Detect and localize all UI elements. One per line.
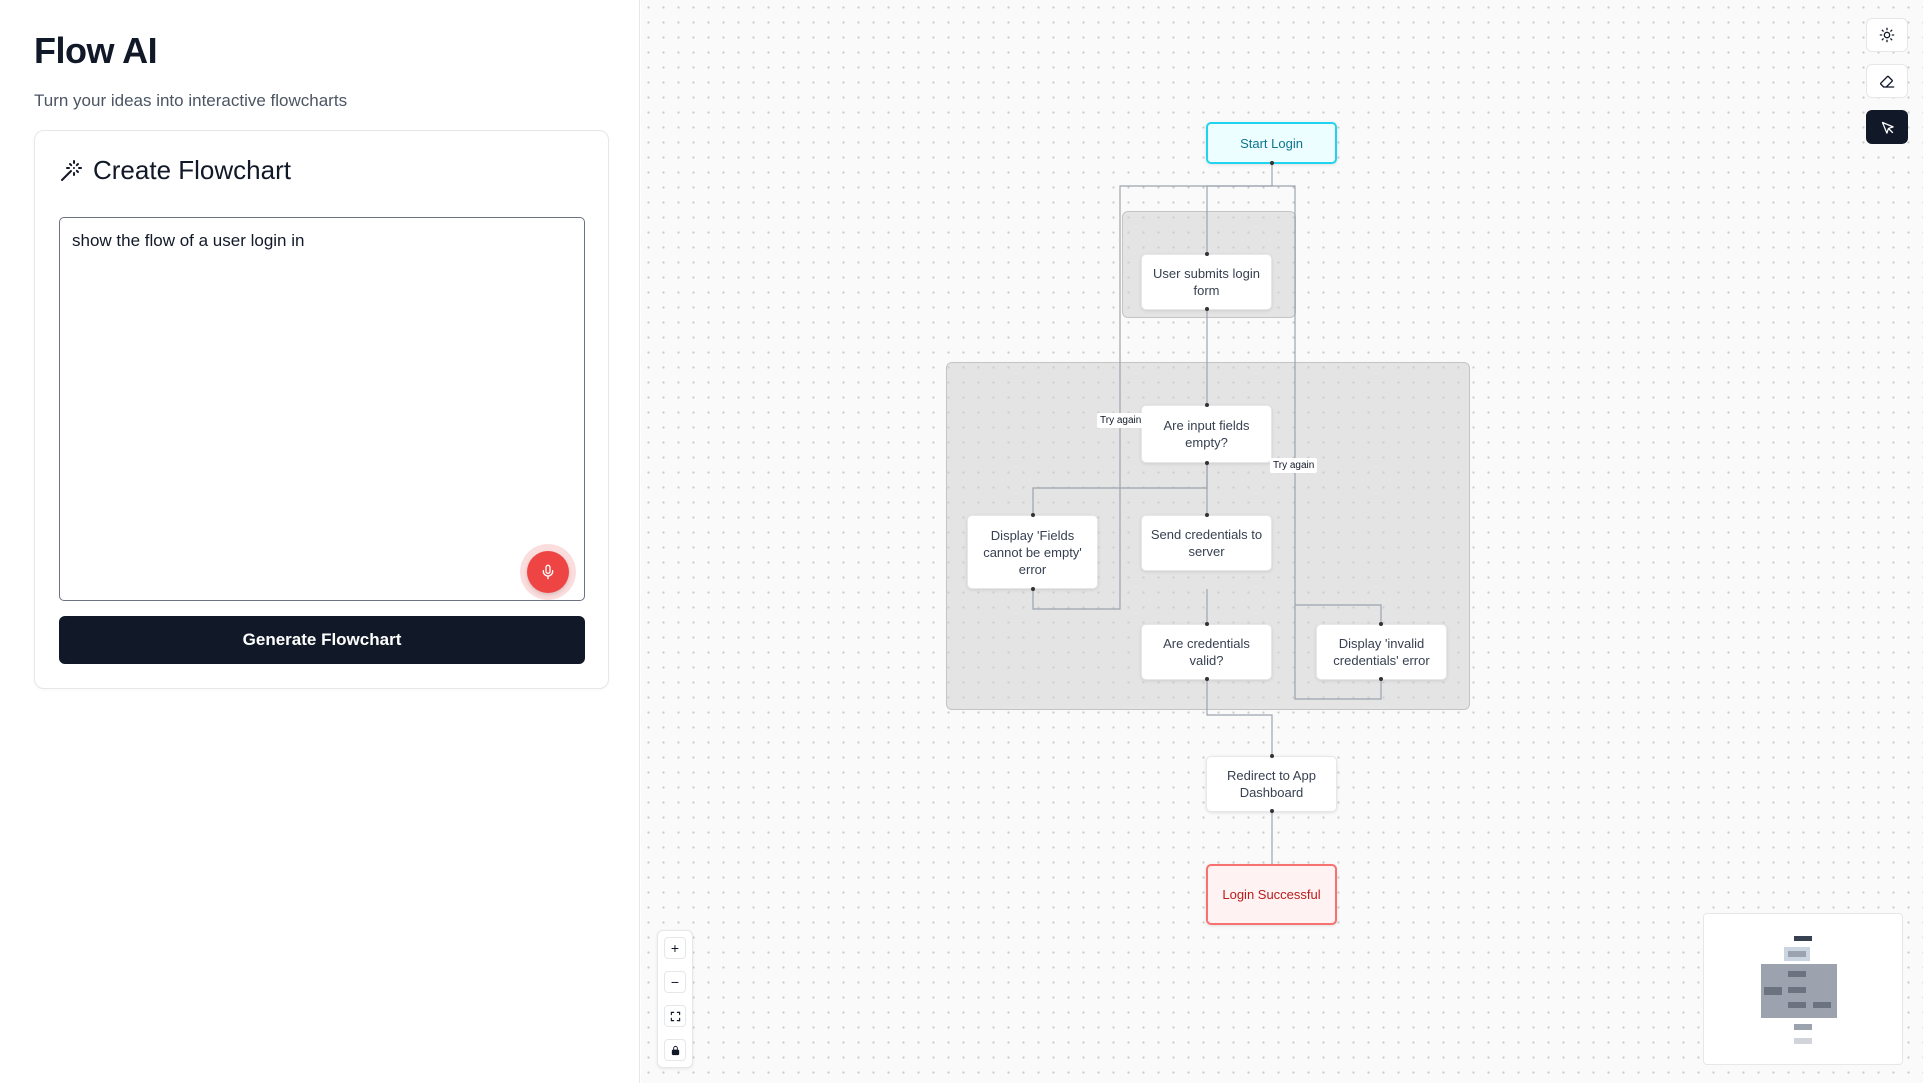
zoom-in-button[interactable]: + bbox=[664, 937, 686, 959]
app-subtitle: Turn your ideas into interactive flowcha… bbox=[34, 91, 348, 110]
magic-wand-icon bbox=[61, 159, 82, 181]
lock-icon bbox=[671, 1045, 679, 1055]
handle[interactable] bbox=[1270, 809, 1274, 813]
prompt-input[interactable]: show the flow of a user login in bbox=[59, 217, 585, 601]
card-header: Create Flowchart bbox=[59, 155, 291, 186]
zoom-out-button[interactable]: − bbox=[664, 971, 686, 993]
edge-label-try-again-right: Try again bbox=[1270, 458, 1318, 473]
microphone-button[interactable] bbox=[520, 544, 576, 600]
eraser-button[interactable] bbox=[1866, 64, 1908, 98]
handle[interactable] bbox=[1379, 677, 1383, 681]
fit-view-icon bbox=[670, 1011, 680, 1021]
node-login-successful[interactable]: Login Successful bbox=[1206, 864, 1337, 925]
node-empty-check[interactable]: Are input fields empty? bbox=[1141, 405, 1272, 463]
generate-flowchart-button[interactable]: Generate Flowchart bbox=[59, 616, 585, 664]
card-title: Create Flowchart bbox=[93, 155, 291, 185]
pointer-icon bbox=[1881, 121, 1894, 134]
handle[interactable] bbox=[1205, 307, 1209, 311]
microphone-icon bbox=[542, 564, 554, 580]
node-redirect[interactable]: Redirect to App Dashboard bbox=[1206, 756, 1337, 812]
plus-icon: + bbox=[670, 940, 680, 956]
app-title: Flow AI bbox=[34, 30, 158, 71]
create-flowchart-card: Create Flowchart show the flow of a user… bbox=[34, 130, 609, 689]
minimap-preview bbox=[1761, 936, 1837, 1044]
node-invalid-error[interactable]: Display 'invalid credentials' error bbox=[1316, 624, 1447, 680]
eraser-icon bbox=[1879, 75, 1895, 88]
handle[interactable] bbox=[1031, 587, 1035, 591]
node-empty-error[interactable]: Display 'Fields cannot be empty' error bbox=[967, 515, 1098, 589]
handle[interactable] bbox=[1205, 513, 1209, 517]
handle[interactable] bbox=[1205, 403, 1209, 407]
lock-button[interactable] bbox=[664, 1039, 686, 1061]
edge-label-try-again-left: Try again bbox=[1097, 413, 1145, 428]
minimap[interactable] bbox=[1703, 913, 1903, 1065]
node-start-login[interactable]: Start Login bbox=[1206, 122, 1337, 164]
select-tool-button[interactable] bbox=[1866, 110, 1908, 144]
node-send-credentials[interactable]: Send credentials to server bbox=[1141, 515, 1272, 571]
canvas-controls: + − bbox=[657, 930, 693, 1068]
handle[interactable] bbox=[1205, 622, 1209, 626]
sidebar-panel: Flow AI Turn your ideas into interactive… bbox=[0, 0, 640, 1083]
handle[interactable] bbox=[1270, 754, 1274, 758]
minus-icon: − bbox=[670, 974, 680, 990]
handle[interactable] bbox=[1205, 461, 1209, 465]
handle[interactable] bbox=[1205, 677, 1209, 681]
handle[interactable] bbox=[1205, 252, 1209, 256]
node-user-submits[interactable]: User submits login form bbox=[1141, 254, 1272, 310]
handle[interactable] bbox=[1031, 513, 1035, 517]
node-valid-check[interactable]: Are credentials valid? bbox=[1141, 624, 1272, 680]
microphone-button-core[interactable] bbox=[527, 551, 569, 593]
sun-icon bbox=[1879, 27, 1895, 43]
theme-toggle-button[interactable] bbox=[1866, 18, 1908, 52]
canvas-toolbar bbox=[1866, 18, 1908, 144]
handle[interactable] bbox=[1379, 622, 1383, 626]
handle[interactable] bbox=[1270, 161, 1274, 165]
fit-view-button[interactable] bbox=[664, 1005, 686, 1027]
